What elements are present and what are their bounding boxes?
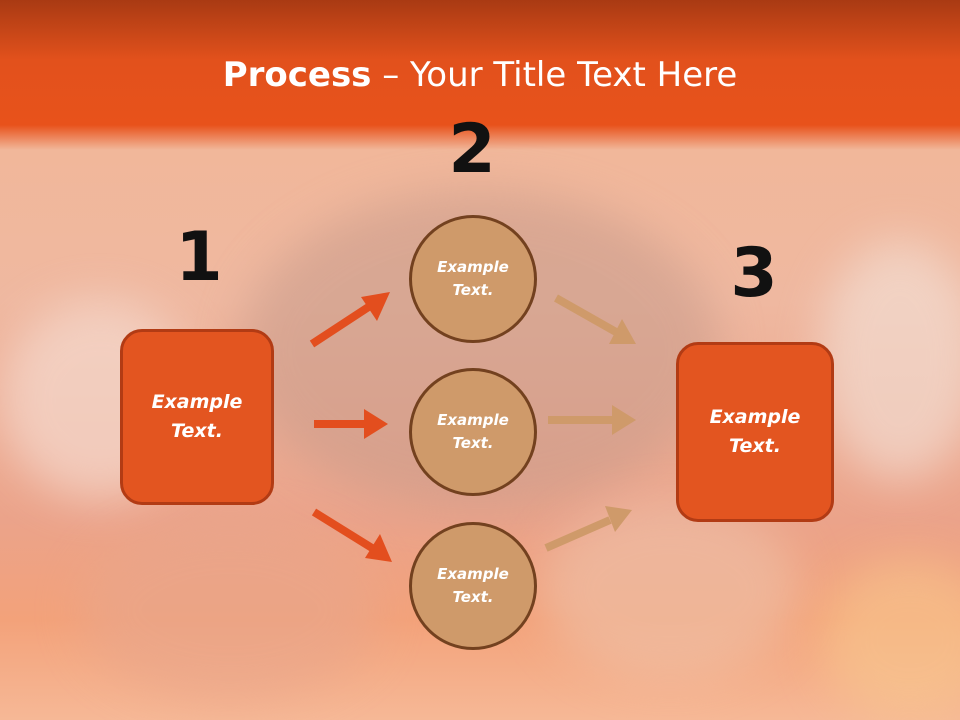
arrow-from-bottom-circle (544, 506, 632, 552)
step-number-1: 1 (175, 218, 223, 297)
step-2-circle-bottom: Example Text. (409, 522, 537, 650)
step-2-circle-middle: Example Text. (409, 368, 537, 496)
circle-bottom-label: Example Text. (437, 565, 509, 606)
arrow-to-middle-circle (314, 409, 388, 439)
step-1-box: Example Text. (120, 329, 274, 505)
background-photo-shape (820, 240, 960, 480)
title-rest: – Your Title Text Here (371, 55, 738, 95)
title-bold: Process (222, 55, 372, 95)
arrow-from-middle-circle (548, 405, 636, 435)
step-2-circle-top: Example Text. (409, 215, 537, 343)
step-number-3: 3 (730, 234, 778, 313)
background-photo-shape (80, 520, 380, 700)
step-3-label: Example Text. (709, 406, 801, 457)
slide-title: Process – Your Title Text Here (0, 52, 960, 98)
arrow-to-bottom-circle (311, 508, 392, 562)
step-number-2: 2 (448, 110, 496, 189)
arrow-from-top-circle (554, 294, 636, 344)
step-1-label: Example Text. (151, 391, 243, 442)
circle-top-label: Example Text. (437, 258, 509, 299)
arrow-to-top-circle (309, 292, 390, 348)
background-photo-shape (820, 560, 960, 720)
circle-middle-label: Example Text. (437, 411, 509, 452)
step-3-box: Example Text. (676, 342, 834, 522)
